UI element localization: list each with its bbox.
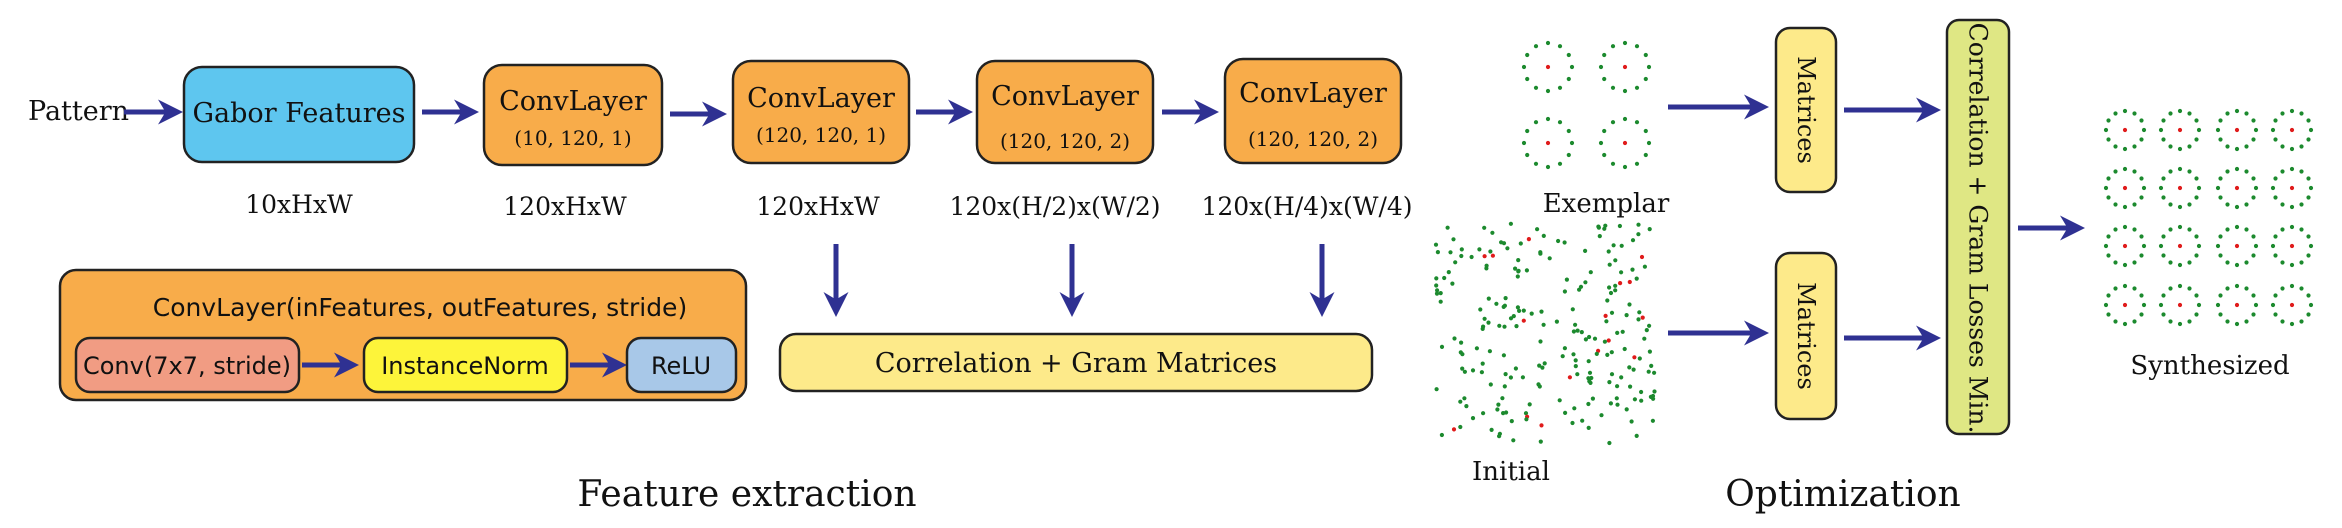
convlayer-1-box (482, 63, 664, 167)
relu-label: ReLU (651, 352, 711, 380)
instancenorm-box (362, 336, 569, 394)
synthesized-texture (2103, 108, 2314, 327)
gabor-features-box (182, 65, 416, 164)
initial-label: Initial (1472, 457, 1550, 487)
convlayer-3-box (975, 59, 1155, 165)
convlayer-3-params: (120, 120, 2) (1000, 129, 1130, 153)
correlation-gram-box (778, 332, 1374, 393)
loss-minimization-box (1945, 18, 2011, 436)
matrices-bottom-box (1774, 251, 1838, 421)
convlayer-1-params: (10, 120, 1) (514, 126, 631, 150)
convlayer-2-label: ConvLayer (747, 83, 895, 114)
matrices-bottom-label: Matrices (1792, 282, 1820, 390)
gabor-features-label: Gabor Features (192, 98, 405, 129)
matrices-top-label: Matrices (1792, 56, 1820, 164)
convlayer-legend-title: ConvLayer(inFeatures, outFeatures, strid… (153, 293, 687, 322)
gabor-dims-label: 10xHxW (245, 190, 353, 219)
loss-minimization-label: Correlation + Gram Losses Min. (1964, 23, 1993, 434)
convlayer-3-label: ConvLayer (991, 81, 1139, 112)
exemplar-label: Exemplar (1543, 189, 1670, 219)
exemplar-texture (1521, 40, 1652, 170)
convlayer-4-dims: 120x(H/4)x(W/4) (1201, 192, 1412, 221)
convlayer-4-box (1223, 57, 1403, 165)
convlayer-1-dims: 120xHxW (503, 192, 627, 221)
pattern-label: Pattern (28, 96, 129, 127)
instancenorm-label: InstanceNorm (381, 352, 549, 380)
convlayer-2-box (731, 59, 911, 165)
convlayer-3-dims: 120x(H/2)x(W/2) (949, 192, 1160, 221)
relu-box (625, 336, 738, 394)
matrices-top-box (1774, 26, 1838, 194)
convlayer-1-label: ConvLayer (499, 86, 647, 117)
feature-extraction-title: Feature extraction (577, 474, 916, 515)
conv-label: Conv(7x7, stride) (83, 352, 291, 380)
convlayer-2-dims: 120xHxW (756, 192, 880, 221)
correlation-gram-label: Correlation + Gram Matrices (875, 348, 1277, 379)
conv-box (74, 336, 301, 394)
convlayer-4-params: (120, 120, 2) (1248, 127, 1378, 151)
convlayer-2-params: (120, 120, 1) (756, 123, 886, 147)
initial-texture (1433, 221, 1657, 446)
optimization-title: Optimization (1725, 474, 1960, 515)
synthesized-label: Synthesized (2130, 351, 2289, 381)
convlayer-4-label: ConvLayer (1239, 78, 1387, 109)
